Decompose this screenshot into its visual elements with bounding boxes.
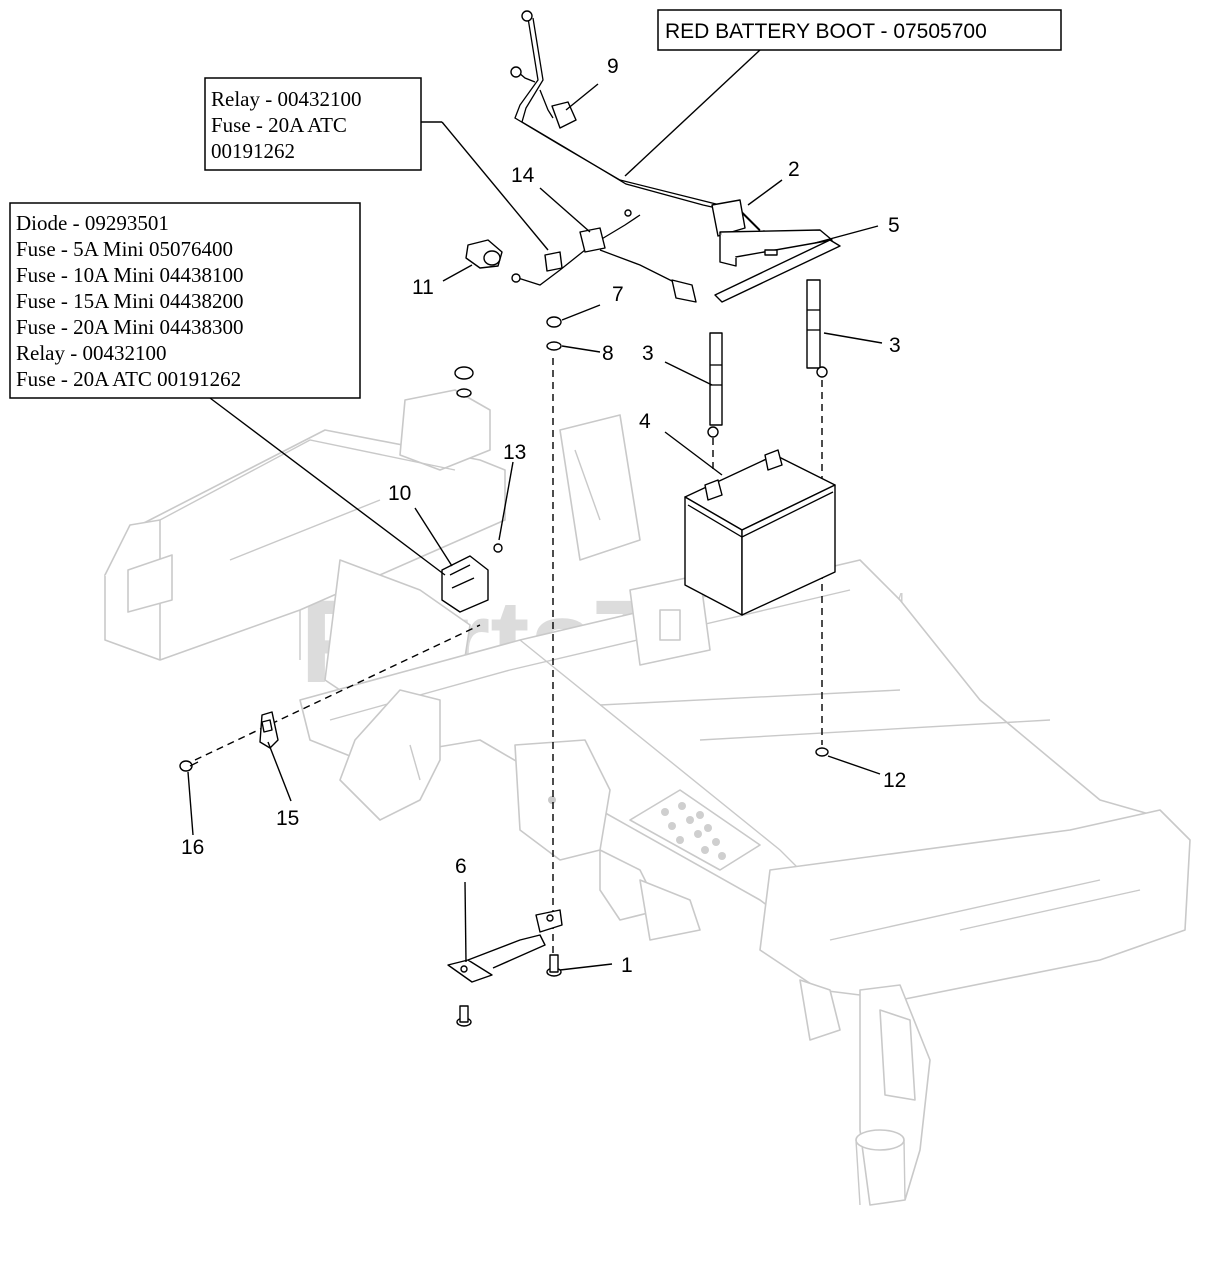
part-label-4: 4 bbox=[639, 410, 651, 433]
part-label-3a: 3 bbox=[642, 342, 654, 365]
connector-icon bbox=[465, 239, 503, 269]
relay-top-line1: Relay - 00432100 bbox=[211, 87, 361, 111]
relay-top-line2: Fuse - 20A ATC bbox=[211, 113, 347, 137]
battery-boot-label: RED BATTERY BOOT - 07505700 bbox=[665, 20, 987, 43]
nut-washer bbox=[454, 316, 562, 398]
nut-part-12 bbox=[815, 747, 829, 757]
diode-line7: Fuse - 20A ATC 00191262 bbox=[16, 367, 241, 391]
bolt-part-1 bbox=[546, 954, 562, 977]
part-label-5: 5 bbox=[888, 214, 900, 237]
part-label-11: 11 bbox=[412, 276, 434, 299]
part-label-15: 15 bbox=[276, 807, 299, 830]
part-label-6: 6 bbox=[455, 855, 467, 878]
part-label-13: 13 bbox=[503, 441, 526, 464]
diode-line3: Fuse - 10A Mini 04438100 bbox=[16, 263, 244, 287]
part-label-3b: 3 bbox=[889, 334, 901, 357]
part-label-12: 12 bbox=[883, 769, 906, 792]
callout-diode-box: Diode - 09293501 Fuse - 5A Mini 05076400… bbox=[9, 202, 361, 399]
part-label-9: 9 bbox=[607, 55, 619, 78]
callout-battery-boot: RED BATTERY BOOT - 07505700 bbox=[657, 9, 1062, 51]
relay-icon bbox=[441, 555, 489, 613]
diode-line6: Relay - 00432100 bbox=[16, 341, 166, 365]
wire-harness-icon bbox=[510, 10, 769, 240]
diode-line5: Fuse - 20A Mini 04438300 bbox=[16, 315, 244, 339]
battery-hold-down-bracket bbox=[714, 229, 841, 303]
part-label-1: 1 bbox=[621, 954, 633, 977]
j-bolt-left bbox=[707, 332, 723, 438]
diode-line2: Fuse - 5A Mini 05076400 bbox=[16, 237, 233, 261]
diode-line1: Diode - 09293501 bbox=[16, 211, 169, 235]
diode-line4: Fuse - 15A Mini 04438200 bbox=[16, 289, 244, 313]
part-label-2: 2 bbox=[788, 158, 800, 181]
clip-part-15 bbox=[259, 711, 279, 749]
part-label-16: 16 bbox=[181, 836, 204, 859]
lower-bracket bbox=[447, 909, 563, 983]
part-label-7: 7 bbox=[612, 283, 624, 306]
relay-harness bbox=[511, 209, 697, 303]
callout-relay-top: Relay - 00432100 Fuse - 20A ATC 00191262 bbox=[204, 77, 422, 171]
battery-icon bbox=[684, 449, 836, 616]
mower-frame-icon bbox=[104, 389, 1191, 1206]
part-label-10: 10 bbox=[388, 482, 411, 505]
leader-lines bbox=[187, 49, 883, 971]
part-label-14: 14 bbox=[511, 164, 535, 187]
j-bolt-right bbox=[806, 279, 828, 378]
screw-part-16 bbox=[179, 760, 199, 772]
bolt-lower bbox=[456, 1005, 472, 1027]
part-number-labels: 1 2 3 3 4 5 6 7 8 9 10 11 12 13 14 15 16 bbox=[181, 55, 906, 977]
relay-top-line3: 00191262 bbox=[211, 139, 295, 163]
part-label-8: 8 bbox=[602, 342, 614, 365]
